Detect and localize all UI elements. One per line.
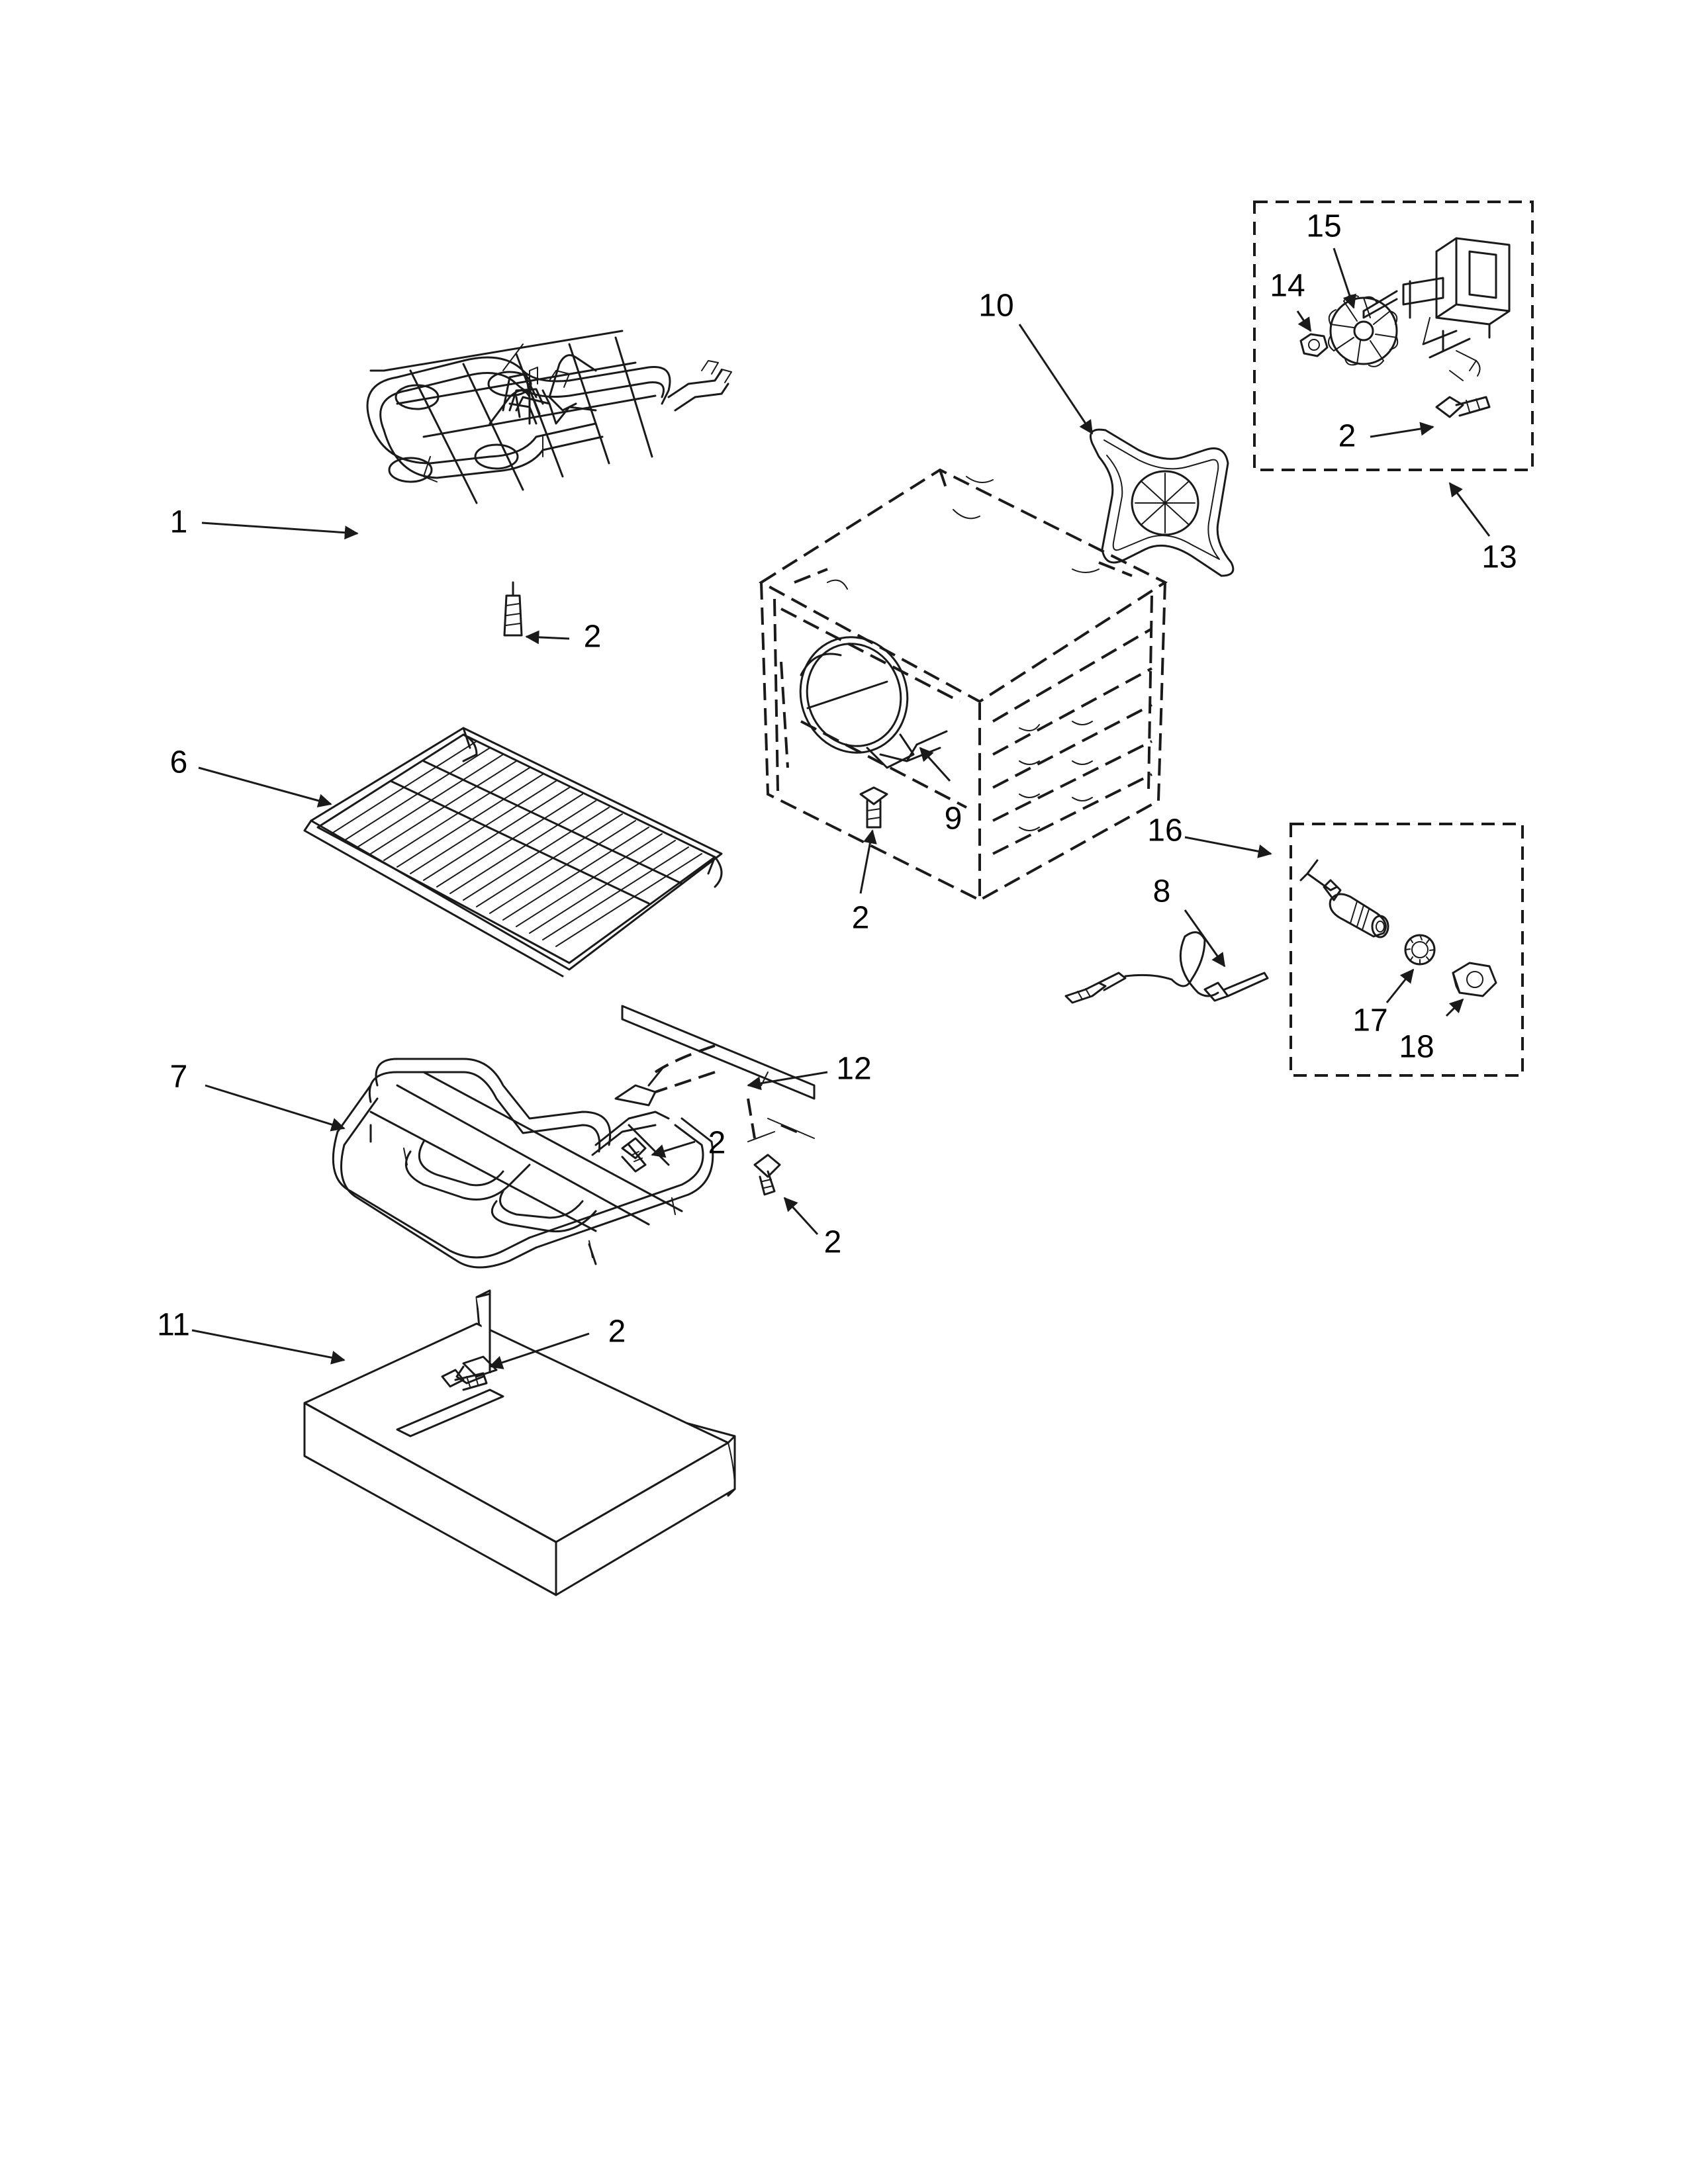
screw-icon	[441, 1369, 488, 1391]
callout-2: 2	[708, 1126, 726, 1161]
bracket-icon	[614, 1005, 816, 1142]
callout-17: 17	[1352, 1003, 1387, 1038]
oven-rack-icon	[303, 727, 723, 978]
callout-12: 12	[836, 1052, 871, 1087]
meat-probe-icon	[1064, 931, 1269, 1004]
gasket-icon	[1090, 428, 1235, 577]
callout-2: 2	[1338, 419, 1356, 454]
callout-16: 16	[1147, 813, 1182, 848]
callout-9: 9	[945, 801, 962, 837]
callout-2: 2	[584, 619, 602, 655]
callout-labels: 1 2 6 10 9 2 15 14 2 13 16 8 17 18 7 12 …	[157, 209, 1517, 1349]
callout-6: 6	[170, 745, 188, 780]
callout-2: 2	[824, 1225, 842, 1260]
callout-1: 1	[170, 505, 188, 540]
screw-icon	[859, 786, 888, 829]
broil-element-icon	[332, 1058, 714, 1269]
screw-icon	[621, 1137, 647, 1173]
callout-11: 11	[157, 1308, 190, 1343]
element-cover-icon	[303, 1289, 736, 1596]
oven-cavity-outline	[759, 468, 1168, 903]
callout-7: 7	[170, 1060, 188, 1095]
callout-8: 8	[1153, 874, 1171, 909]
callout-2: 2	[852, 901, 870, 936]
leader-lines	[191, 248, 1491, 1369]
callout-18: 18	[1399, 1030, 1434, 1065]
convection-element-icon	[799, 636, 948, 769]
callout-2: 2	[608, 1314, 626, 1349]
bake-element-icon	[366, 330, 732, 637]
callout-10: 10	[978, 289, 1013, 324]
callout-15: 15	[1306, 209, 1341, 244]
probe-jack-assembly-icon	[1289, 823, 1524, 1077]
screw-icon	[753, 1154, 781, 1196]
callout-14: 14	[1270, 269, 1305, 304]
callout-13: 13	[1481, 540, 1517, 575]
fan-motor-assembly-icon	[1253, 201, 1534, 471]
